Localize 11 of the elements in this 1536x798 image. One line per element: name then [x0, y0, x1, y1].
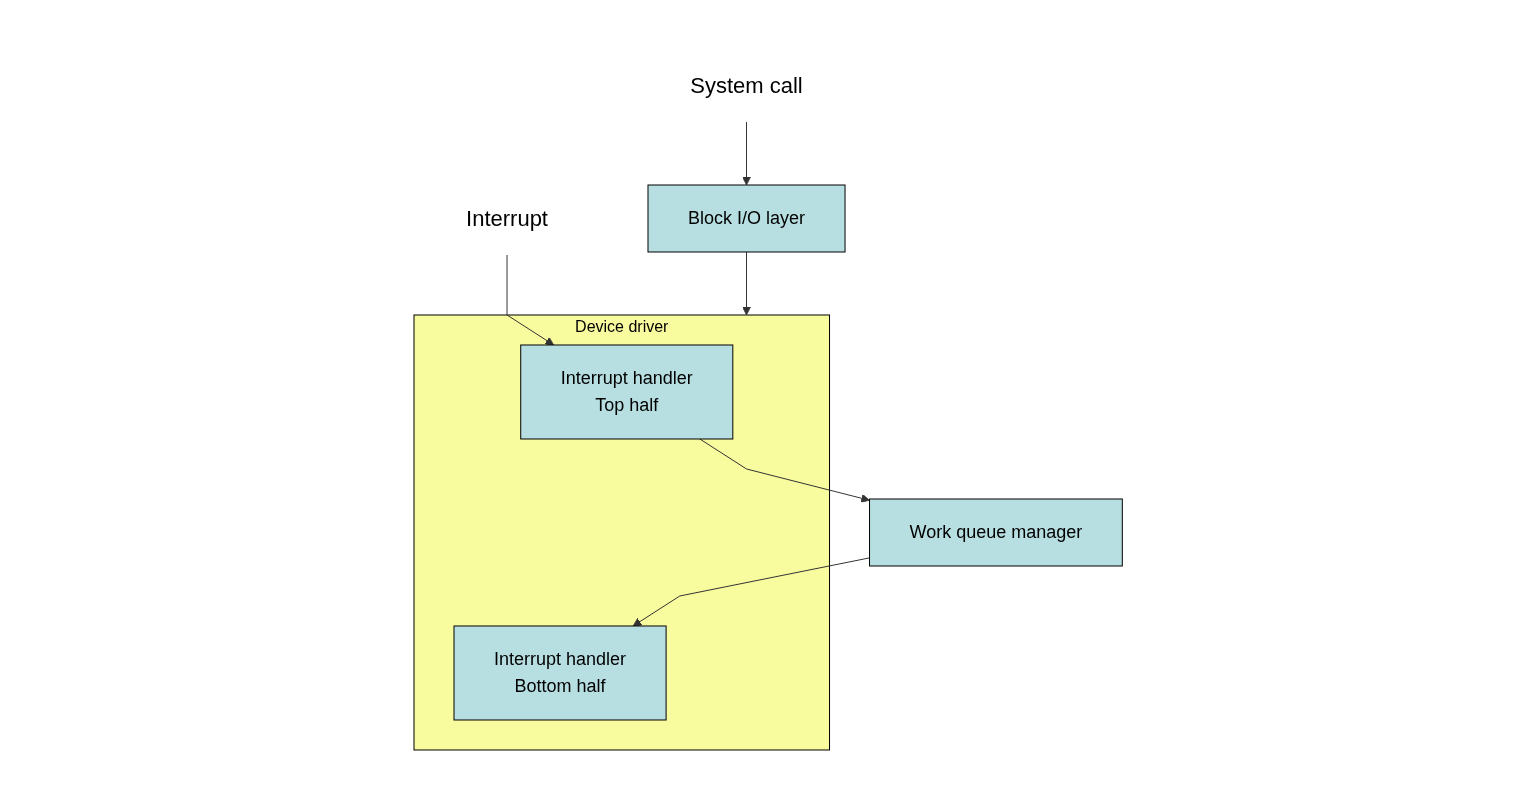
arrow: [741, 251, 751, 315]
node-box: Interrupt handler Bottom half: [453, 625, 667, 720]
arrow: [632, 556, 870, 626]
arrow: [506, 254, 554, 345]
node-text: System call: [690, 72, 803, 98]
node-box: Block I/O layer: [647, 184, 846, 252]
node-text: Interrupt: [465, 205, 548, 231]
arrow: [741, 121, 751, 185]
node-box: Work queue manager: [868, 498, 1123, 566]
node-box: Interrupt handler Top half: [520, 344, 734, 439]
arrow: [699, 438, 870, 503]
